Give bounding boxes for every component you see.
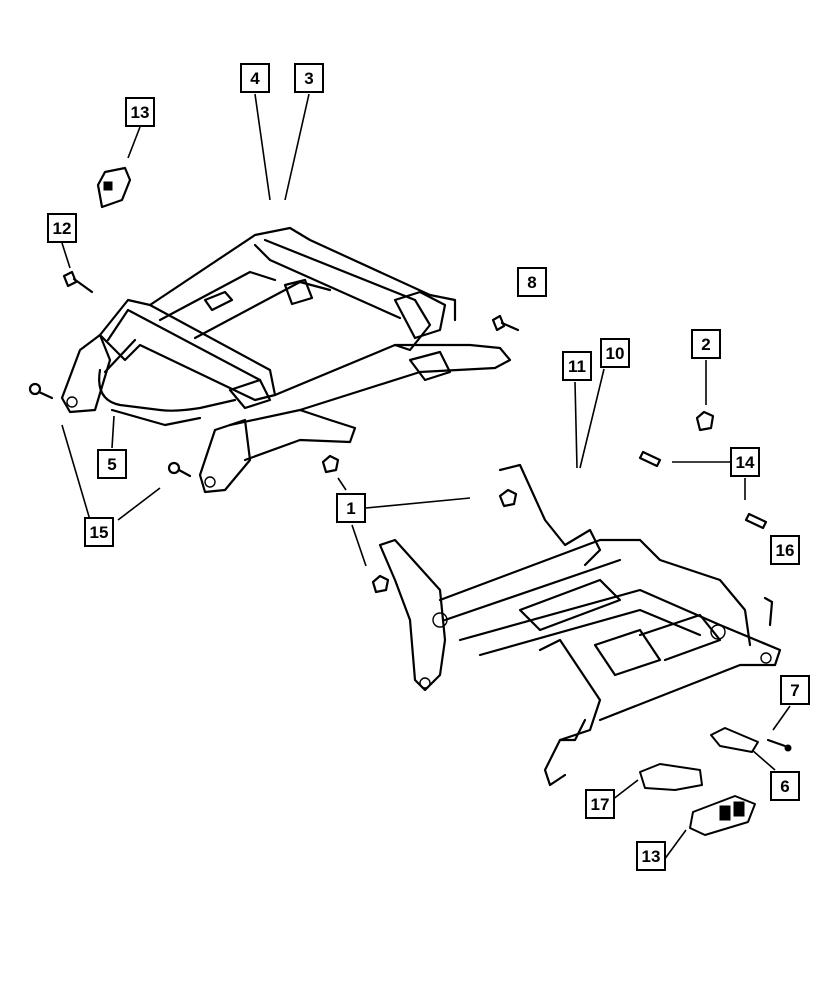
callout-16: 16 <box>770 535 800 565</box>
callout-2: 2 <box>691 329 721 359</box>
callout-15: 15 <box>84 517 114 547</box>
small-hardware-bottom <box>639 727 792 836</box>
callout-4: 4 <box>240 63 270 93</box>
callout-5: 5 <box>97 449 127 479</box>
callout-14: 14 <box>730 447 760 477</box>
callout-12: 12 <box>47 213 77 243</box>
callout-6: 6 <box>770 771 800 801</box>
callout-13-top: 13 <box>125 97 155 127</box>
callout-10: 10 <box>600 338 630 368</box>
small-hardware-top <box>28 166 774 627</box>
leader-lines <box>61 93 791 861</box>
callout-13-bottom: 13 <box>636 841 666 871</box>
lower-adjuster-track <box>378 463 782 787</box>
callout-1: 1 <box>336 493 366 523</box>
callout-3: 3 <box>294 63 324 93</box>
upper-seat-frame <box>60 226 512 494</box>
callout-7: 7 <box>780 675 810 705</box>
callout-8: 8 <box>517 267 547 297</box>
callout-17: 17 <box>585 789 615 819</box>
callout-11: 11 <box>562 351 592 381</box>
